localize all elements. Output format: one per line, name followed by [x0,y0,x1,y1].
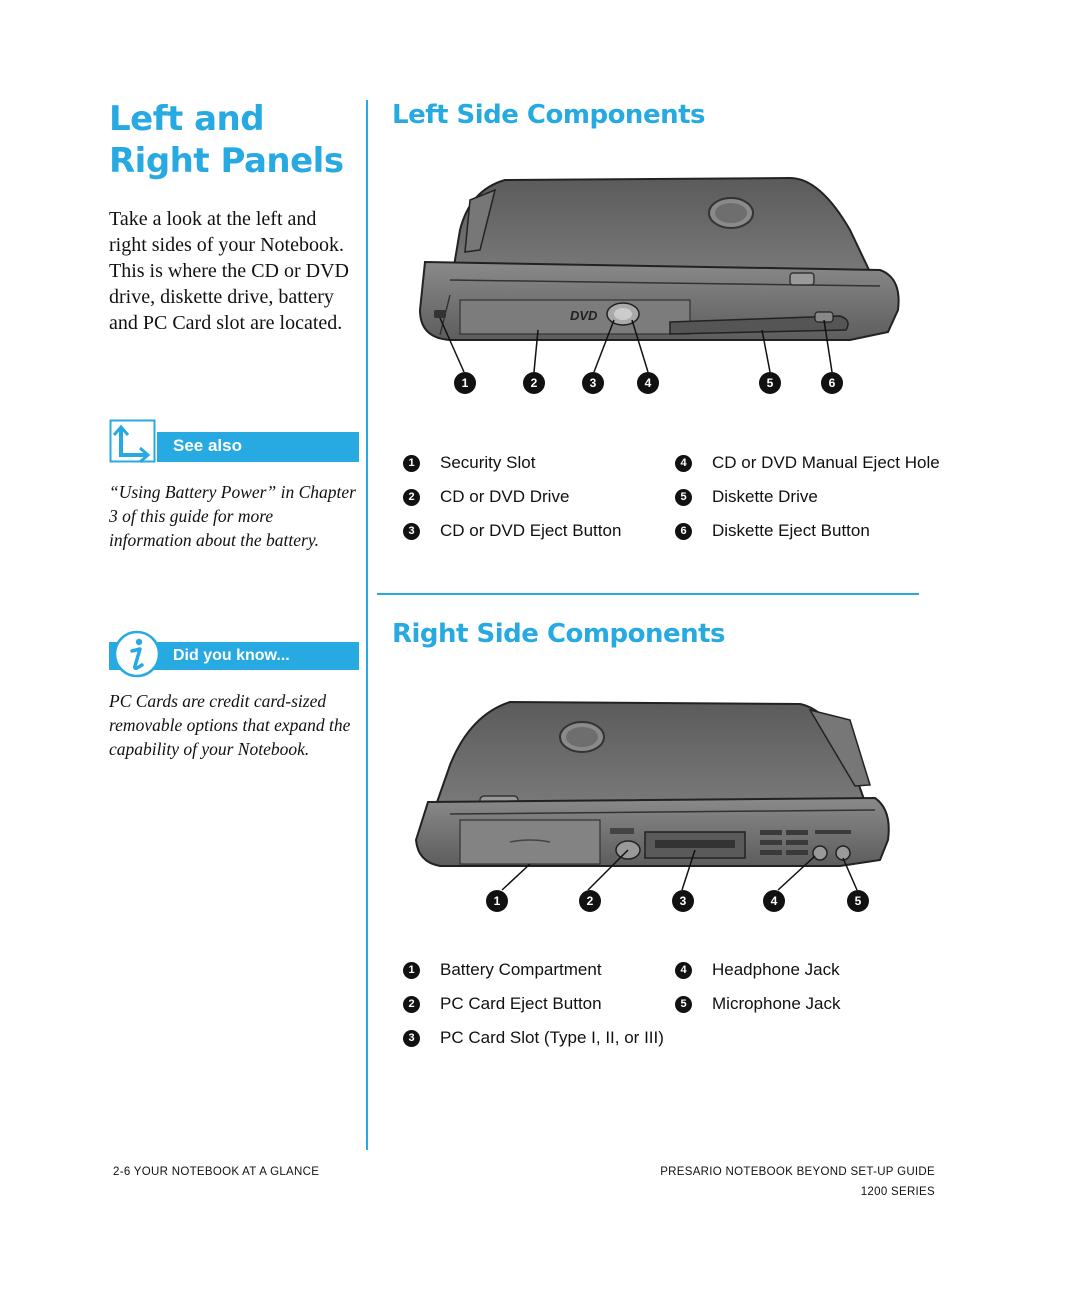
legend-number: 4 [675,961,692,979]
legend-label: Security Slot [440,453,536,472]
legend-number: 6 [675,522,692,540]
left-legend-item: 5 Diskette Drive [675,487,818,507]
page-title-line2: Right Panels [109,141,344,181]
page-title: Left and Right Panels [109,98,344,182]
legend-number: 4 [675,454,692,472]
left-legend-item: 2 CD or DVD Drive [403,487,569,507]
left-legend-item: 1 Security Slot [403,453,535,473]
right-legend-item: 4 Headphone Jack [675,960,840,980]
right-legend-item: 2 PC Card Eject Button [403,994,602,1014]
right-callout-2: 2 [579,890,601,912]
left-callout-6: 6 [821,372,843,394]
legend-label: CD or DVD Manual Eject Hole [712,453,940,472]
left-callout-2: 2 [523,372,545,394]
left-callout-1: 1 [454,372,476,394]
right-legend-item: 5 Microphone Jack [675,994,841,1014]
legend-number: 2 [403,488,420,506]
legend-label: CD or DVD Drive [440,487,570,506]
legend-number: 1 [403,961,420,979]
legend-label: Battery Compartment [440,960,602,979]
see-also-icon [109,419,157,464]
see-also-bar: See also [109,419,359,464]
legend-label: CD or DVD Eject Button [440,521,622,540]
right-side-notebook-illustration [414,700,890,891]
dvd-logo: DVD [570,308,598,323]
left-side-title: Left Side Components [392,100,706,130]
footer-right-line1: PRESARIO NOTEBOOK BEYOND SET-UP GUIDE [660,1166,935,1178]
footer-right-line2: 1200 SERIES [860,1186,935,1198]
legend-label: Headphone Jack [712,960,840,979]
right-legend-item: 1 Battery Compartment [403,960,602,980]
did-you-know-bar: Did you know... [109,630,359,678]
right-callout-5: 5 [847,890,869,912]
footer-left: 2-6 YOUR NOTEBOOK AT A GLANCE [113,1166,320,1178]
right-side-title: Right Side Components [392,619,726,649]
left-legend-item: 3 CD or DVD Eject Button [403,521,621,541]
see-also-text: “Using Battery Power” in Chapter 3 of th… [109,482,356,550]
left-callout-4: 4 [637,372,659,394]
left-legend-item: 6 Diskette Eject Button [675,521,870,541]
legend-label: Diskette Drive [712,487,818,506]
right-callout-3: 3 [672,890,694,912]
left-side-notebook-illustration: DVD [418,176,900,373]
intro-paragraph: Take a look at the left and right sides … [109,208,349,334]
right-callout-1: 1 [486,890,508,912]
legend-number: 1 [403,454,420,472]
legend-number: 2 [403,995,420,1013]
see-also-label: See also [173,436,242,455]
legend-label: PC Card Slot (Type I, II, or III) [440,1028,664,1047]
legend-number: 5 [675,488,692,506]
column-divider [366,100,368,1150]
right-callout-4: 4 [763,890,785,912]
legend-number: 3 [403,1029,420,1047]
info-icon [113,630,161,678]
legend-number: 5 [675,995,692,1013]
legend-label: Diskette Eject Button [712,521,870,540]
left-callout-3: 3 [582,372,604,394]
left-legend-item: 4 CD or DVD Manual Eject Hole [675,453,940,473]
did-you-know-text: PC Cards are credit card-sized removable… [109,691,351,759]
legend-label: PC Card Eject Button [440,994,602,1013]
legend-label: Microphone Jack [712,994,841,1013]
section-divider [377,593,919,595]
legend-number: 3 [403,522,420,540]
did-you-know-label: Did you know... [173,647,290,664]
page-title-line1: Left and [109,99,265,139]
left-callout-5: 5 [759,372,781,394]
right-legend-item: 3 PC Card Slot (Type I, II, or III) [403,1028,664,1048]
